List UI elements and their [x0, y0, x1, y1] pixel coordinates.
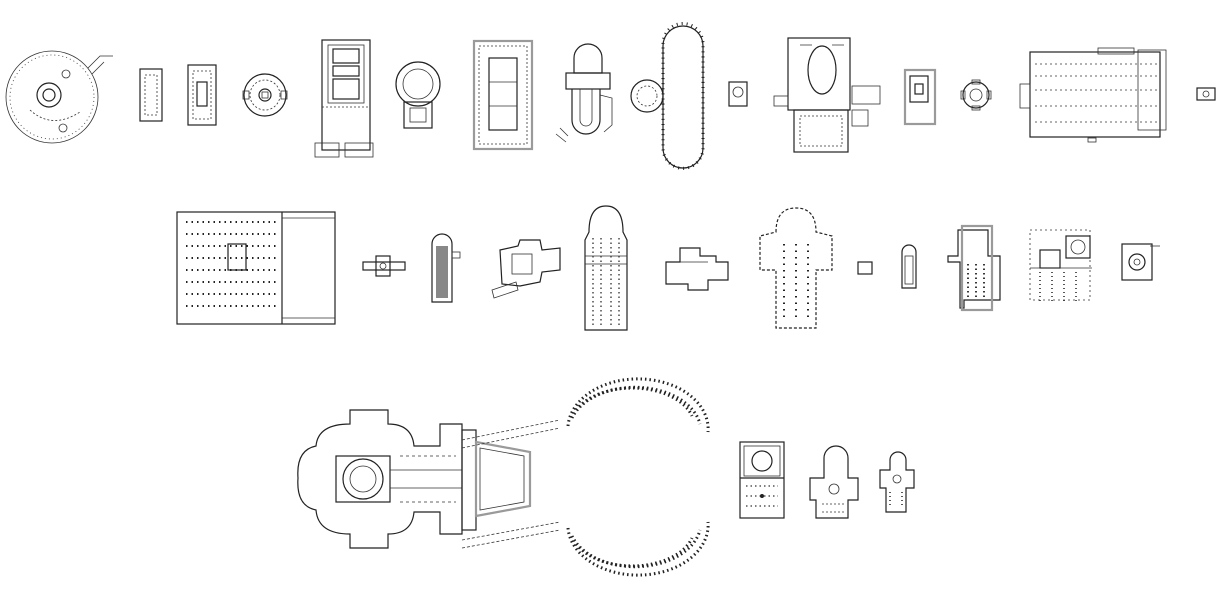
large-palace-complex-plan: [1019, 47, 1167, 143]
small-rectangular-temple-plan: [139, 68, 163, 122]
st-peters-basilica-with-piazza-plan: [297, 377, 710, 577]
hypostyle-hall-plan: [176, 211, 336, 325]
single-nave-church-plan: [431, 233, 461, 303]
romanesque-cathedral-plan: [759, 207, 833, 329]
cruciform-church-plan: [879, 451, 915, 513]
hypostyle-columns: [186, 221, 276, 307]
centralized-chapel-plan: [1121, 243, 1160, 281]
domed-church-plan: [739, 441, 785, 519]
small-cross-plan: [362, 255, 406, 277]
basilica-with-atrium-plan: [773, 37, 881, 153]
large-peripteral-temple-plan: [472, 39, 534, 151]
peripteral-temple-plan: [187, 64, 217, 126]
tiny-building-plan: [1196, 87, 1216, 101]
circular-compound-plan: [5, 50, 113, 144]
small-apsed-church-plan: [901, 244, 917, 289]
long-temple-with-forecourt-plan: [314, 39, 374, 158]
pantheon-with-elongated-arena-plan: [630, 22, 705, 170]
irregular-building-plan: [665, 247, 729, 291]
monastic-complex-plan: [1029, 229, 1092, 302]
apse-complex-plan: [555, 43, 613, 143]
basilica-complex-plan: [947, 224, 1001, 312]
apsed-church-plan: [809, 445, 859, 519]
centralized-rotunda-plan: [960, 79, 992, 111]
small-temple-plan: [903, 68, 937, 126]
round-temple-plan: [242, 73, 288, 117]
irregular-complex-plan: [491, 239, 561, 299]
gothic-cathedral-plan: [584, 205, 628, 331]
tiny-square-plan: [857, 261, 873, 275]
small-square-building-plan: [728, 81, 748, 107]
circular-colonnade-plan: [395, 61, 441, 129]
